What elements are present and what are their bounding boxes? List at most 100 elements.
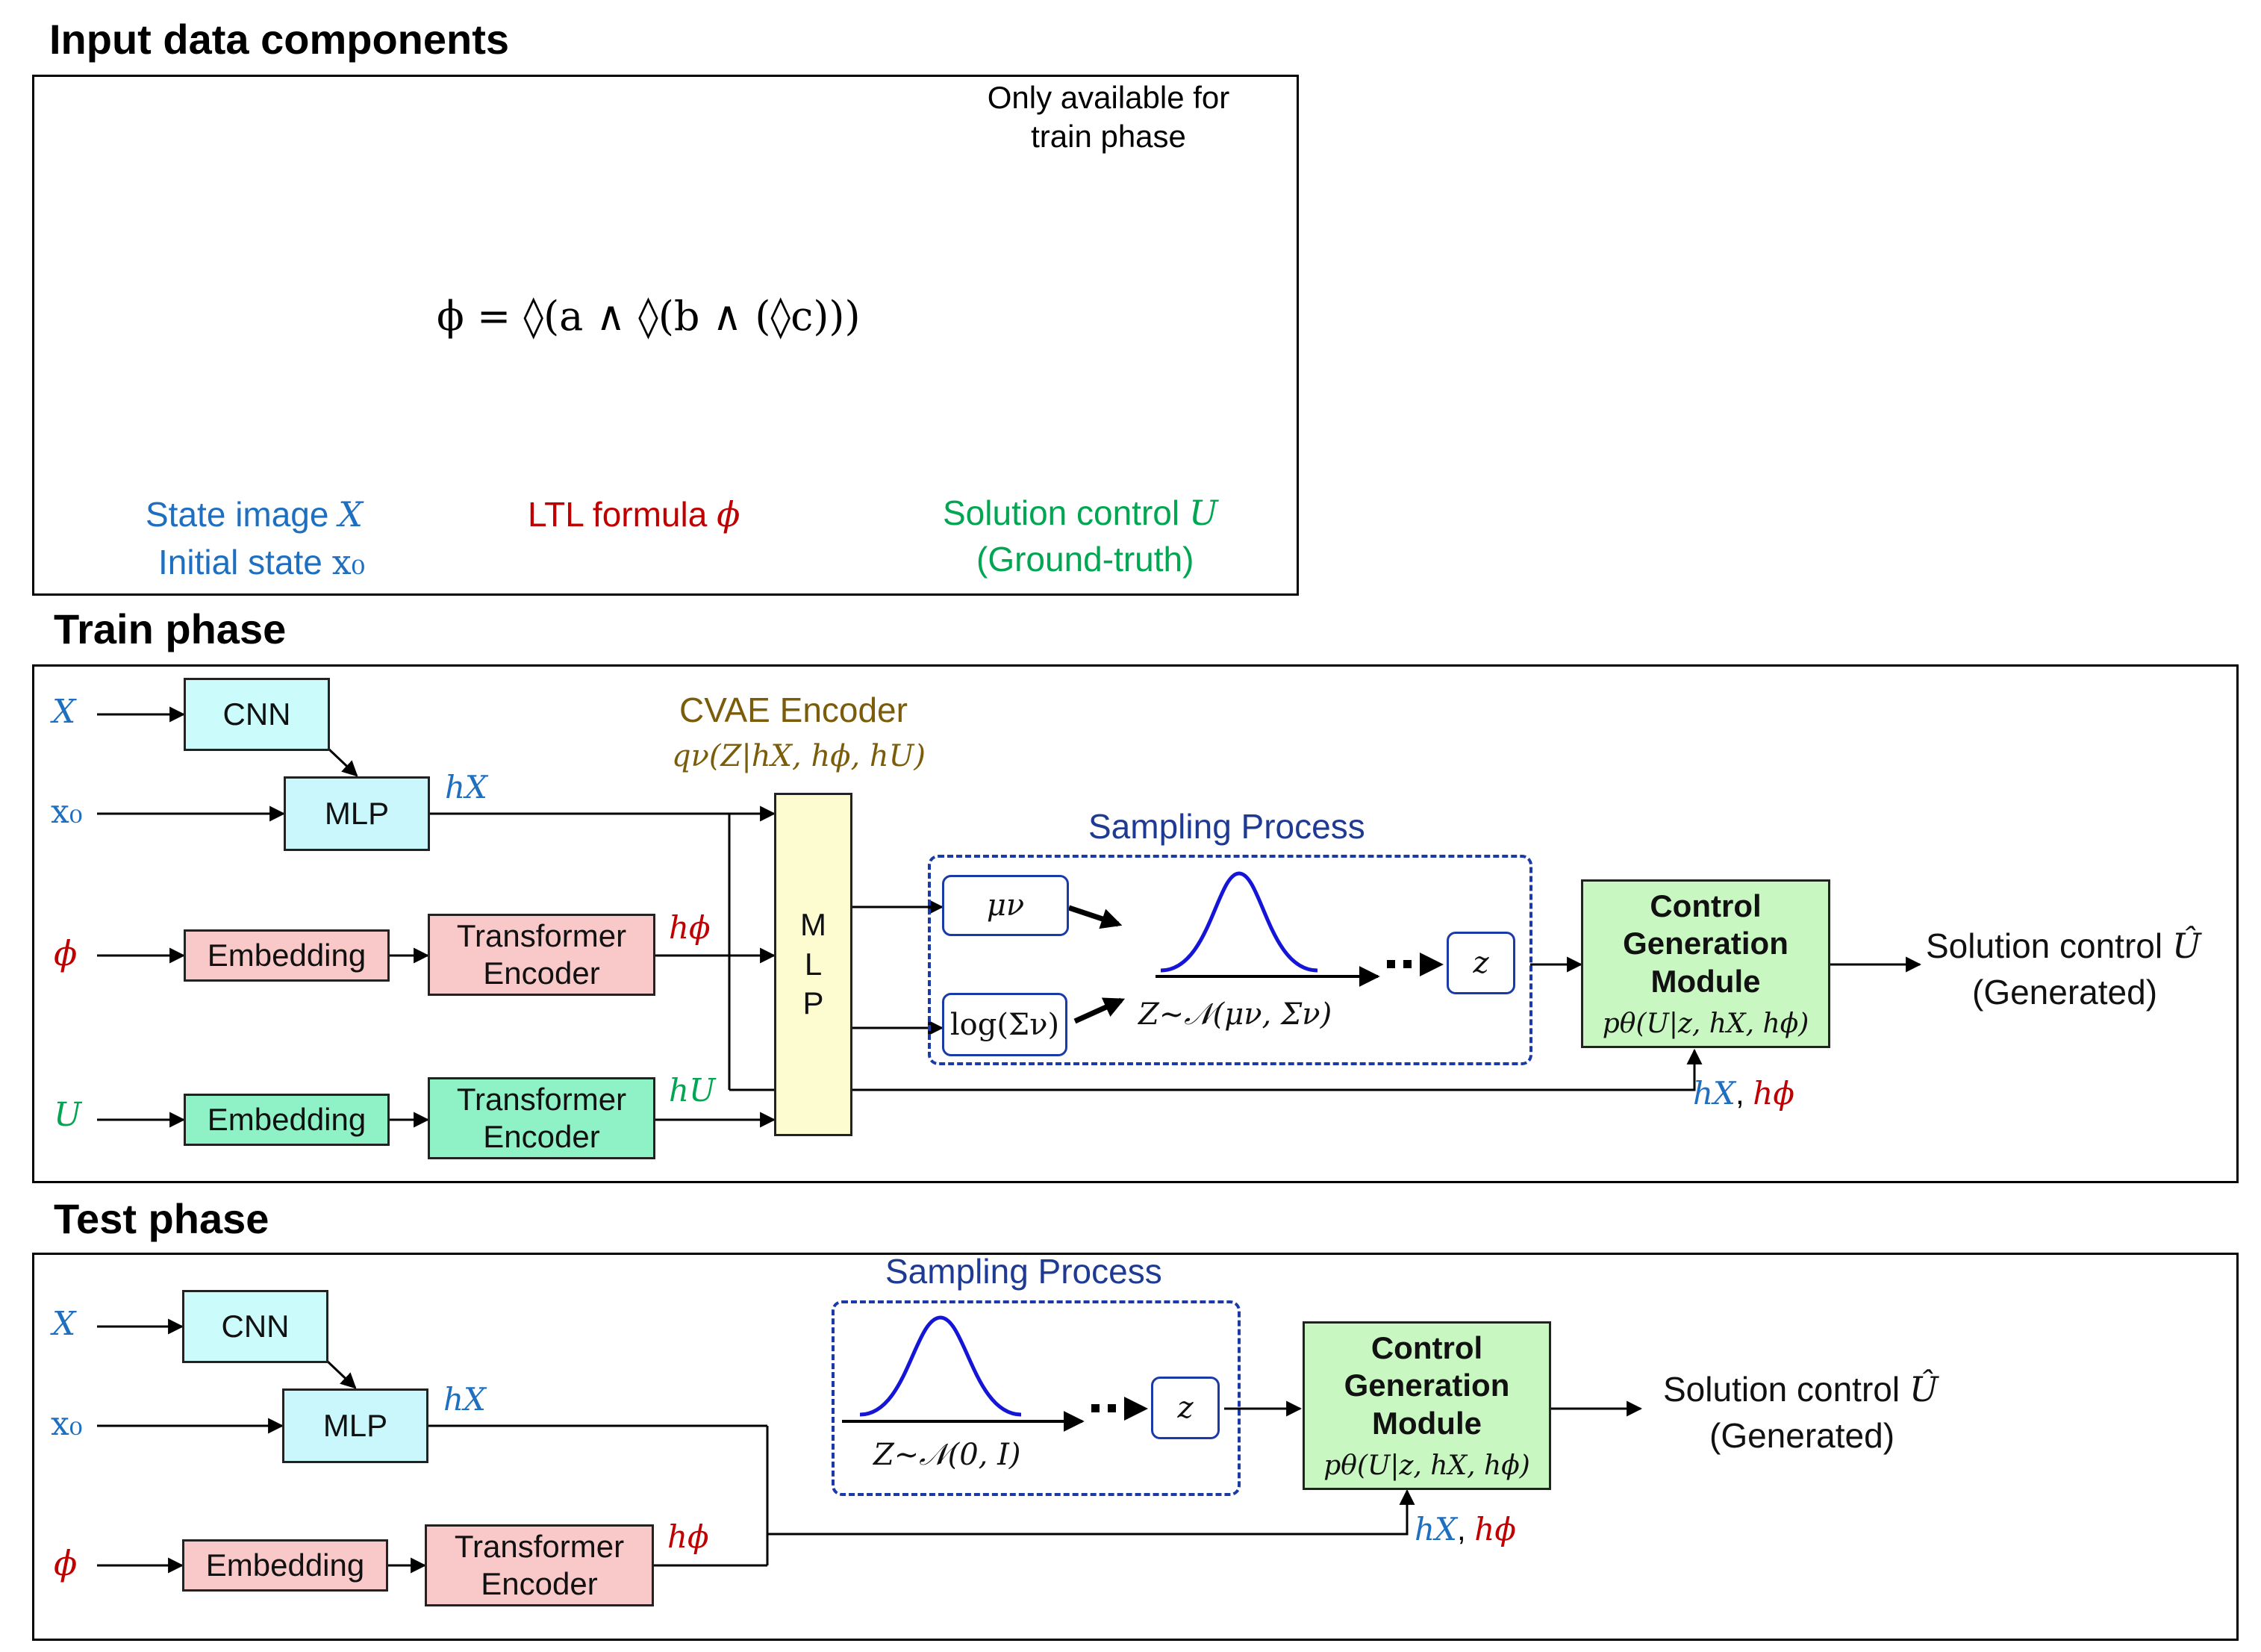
train-transformer-phi-line1: Transformer (456, 917, 627, 953)
solution-control-label: Solution control U (943, 493, 1218, 533)
gaussian-curve-test (859, 1315, 1022, 1417)
test-cond-hphi: hϕ (1474, 1511, 1516, 1547)
dots-train (1387, 953, 1444, 976)
train-output-text: Solution control (1926, 926, 2163, 965)
train-only-note: Only available for train phase (982, 78, 1235, 156)
test-sampling-process-box (832, 1300, 1241, 1496)
train-cond-hphi: hϕ (1753, 1075, 1794, 1112)
train-only-note-line2: train phase (1031, 119, 1186, 154)
train-label-hU: hU (669, 1072, 716, 1109)
test-line-condition-bus (767, 1489, 1415, 1536)
test-input-phi: ϕ (54, 1543, 78, 1583)
input-data-panel (32, 75, 1299, 596)
ground-truth-label: (Ground-truth) (976, 540, 1194, 579)
cvae-encoder-title: CVAE Encoder (679, 691, 908, 729)
test-z-box: z (1151, 1377, 1220, 1439)
test-condition-label: hX, hϕ (1415, 1511, 1516, 1547)
train-input-x0: x₀ (51, 793, 83, 831)
arrow-cnn-to-mlp (327, 747, 358, 777)
train-embedding-U: Embedding (184, 1094, 390, 1146)
test-sampling-title: Sampling Process (885, 1252, 1162, 1291)
test-cnn-block: CNN (182, 1290, 328, 1363)
train-cnn-block: CNN (184, 678, 330, 751)
ltl-formula-var: ϕ (717, 494, 740, 534)
ltl-formula-text: LTL formula (528, 495, 708, 534)
section-title-input: Input data components (49, 16, 509, 63)
train-label-hphi: hϕ (669, 909, 711, 946)
train-output-label: Solution control Û (1926, 926, 2201, 966)
test-cond-hx: hX (1415, 1511, 1457, 1547)
train-label-hX: hX (445, 769, 487, 805)
test-embedding-phi: Embedding (182, 1539, 388, 1592)
solution-control-var: U (1188, 493, 1218, 533)
train-transformer-U-line2: Encoder (483, 1119, 600, 1154)
train-embedding-phi: Embedding (184, 929, 390, 982)
train-sampling-title: Sampling Process (1088, 807, 1365, 846)
test-cgm-line3: Module (1372, 1405, 1482, 1441)
train-transformer-U-line1: Transformer (456, 1081, 627, 1117)
train-cgm-line3: Module (1650, 963, 1761, 999)
section-title-train: Train phase (54, 605, 287, 652)
test-output-generated: (Generated) (1709, 1416, 1895, 1455)
train-output-var: Û (2171, 926, 2201, 966)
test-arrow-cnn-to-mlp (325, 1359, 357, 1389)
test-distribution-label: Z∼𝒩(0, I) (873, 1438, 1021, 1472)
test-cgm-line1: Control (1370, 1330, 1483, 1365)
train-output-generated: (Generated) (1972, 973, 2158, 1012)
test-output-text: Solution control (1663, 1370, 1900, 1409)
initial-state-text: Initial state (158, 543, 322, 582)
test-label-hphi: hϕ (667, 1518, 709, 1555)
train-z-box: z (1447, 932, 1515, 994)
test-output-label: Solution control Û (1663, 1369, 1939, 1409)
train-transformer-phi-line2: Encoder (483, 956, 600, 991)
cvae-mlp-letter-l: L (804, 946, 823, 982)
train-input-X: X (52, 693, 76, 731)
ltl-formula-label: LTL formula ϕ (528, 494, 740, 534)
test-input-x0: x₀ (51, 1405, 83, 1443)
test-mlp-block: MLP (282, 1388, 428, 1463)
region-label-o: o (1097, 261, 1105, 276)
mu-box: μν (942, 875, 1069, 936)
test-control-generation-module: Control Generation Module pθ(U|z, hX, hϕ… (1303, 1321, 1551, 1490)
train-transformer-phi: Transformer Encoder (428, 914, 655, 996)
train-input-U: U (54, 1096, 82, 1134)
section-title-test: Test phase (54, 1195, 269, 1242)
region-label-a: a (1016, 287, 1024, 302)
train-cgm-formula: pθ(U|z, hX, hϕ) (1602, 1009, 1809, 1040)
test-label-hX: hX (443, 1381, 486, 1418)
line-condition-bus (729, 1048, 1703, 1091)
test-cgm-line2: Generation (1344, 1368, 1510, 1403)
solution-control-text: Solution control (943, 493, 1180, 532)
state-image-text: State image (146, 495, 329, 534)
gaussian-curve-train (1160, 871, 1318, 973)
region-label-c: c (1123, 328, 1130, 343)
train-only-note-line1: Only available for (987, 80, 1230, 115)
test-cgm-formula: pθ(U|z, hX, hϕ) (1323, 1450, 1530, 1482)
test-transformer-phi-line2: Encoder (481, 1566, 598, 1601)
train-phase-panel (32, 664, 2239, 1183)
ltl-formula-expression: ϕ = ◊(a ∧ ◊(b ∧ (◊c))) (437, 293, 861, 340)
train-cond-hx: hX (1693, 1075, 1735, 1112)
region-label-b: b (1157, 239, 1165, 254)
cvae-mlp-letter-m: M (800, 907, 826, 943)
bold-arrow-mu (1067, 905, 1123, 929)
train-transformer-U: Transformer Encoder (428, 1077, 655, 1159)
initial-state-label: Initial state x₀ (158, 542, 365, 582)
test-input-X: X (52, 1305, 76, 1343)
logsigma-box: log(Σν) (942, 993, 1067, 1056)
initial-state-var: x₀ (331, 542, 366, 582)
train-cgm-line2: Generation (1623, 926, 1788, 961)
test-output-var: Û (1909, 1369, 1939, 1409)
cvae-mlp-letter-p: P (802, 985, 824, 1021)
cvae-encoder-formula: qν(Z|hX, hϕ, hU) (672, 739, 926, 773)
train-cgm-line1: Control (1650, 888, 1762, 923)
train-mlp-block: MLP (284, 776, 430, 851)
state-image-label: State image X (146, 494, 363, 534)
state-image-var: X (338, 494, 364, 534)
dots-test (1091, 1397, 1148, 1421)
test-transformer-phi-line1: Transformer (454, 1528, 625, 1564)
train-distribution-label: Z∼𝒩(μν, Σν) (1138, 997, 1332, 1032)
train-sampling-process-box (928, 855, 1532, 1065)
train-condition-label: hX, hϕ (1693, 1075, 1794, 1112)
